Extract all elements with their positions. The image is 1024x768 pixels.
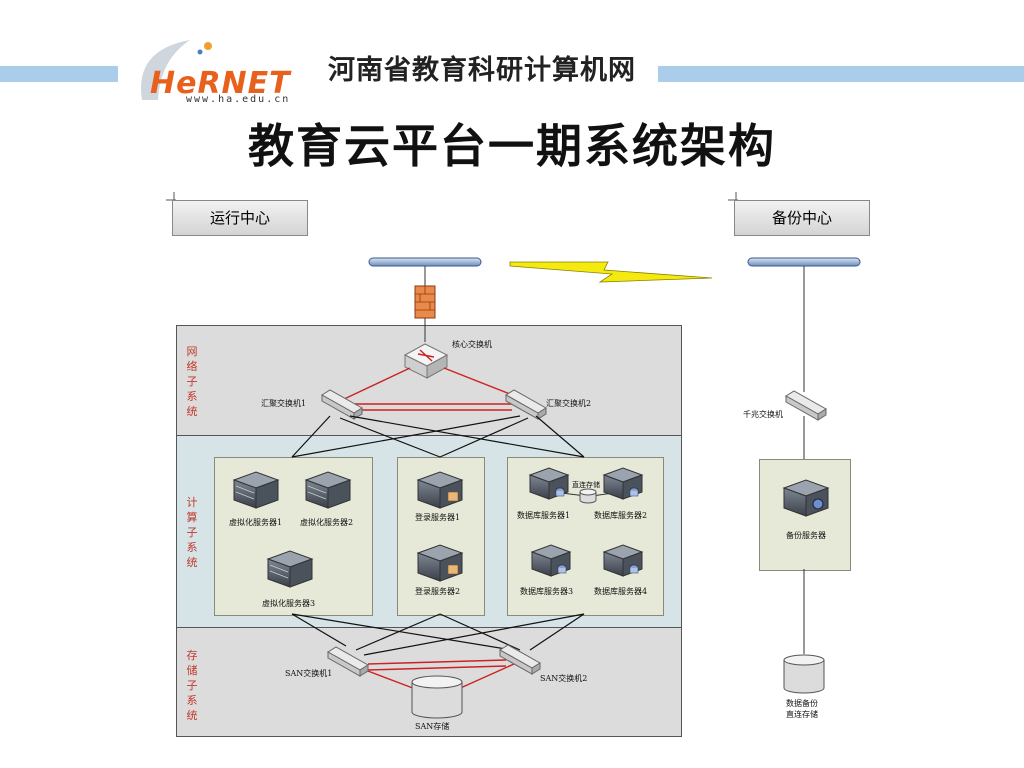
san-storage-label: SAN存储 [415, 722, 450, 731]
core-switch-icon [403, 343, 449, 379]
virt-server-3-label: 虚拟化服务器3 [262, 599, 316, 608]
virt-server-1-icon [232, 471, 280, 509]
storage-zone-label: 存储子系统 [186, 649, 198, 722]
operation-center-label: 运行中心 [172, 200, 308, 236]
backup-center-label: 备份中心 [734, 200, 870, 236]
san-switch-1-label: SAN交换机1 [285, 669, 333, 678]
network-zone [176, 325, 682, 437]
db-server-3-icon [530, 544, 572, 577]
gigabit-switch-label: 千兆交换机 [743, 410, 783, 419]
virt-server-2-label: 虚拟化服务器2 [300, 518, 354, 527]
backup-server-label: 备份服务器 [786, 531, 826, 540]
network-zone-label: 网络子系统 [186, 345, 198, 418]
agg-switch-1-label: 汇聚交换机1 [261, 399, 307, 408]
compute-zone-label: 计算子系统 [186, 496, 198, 569]
wan-link-backup [747, 257, 861, 267]
db-server-1-icon [528, 467, 570, 500]
db-server-4-label: 数据库服务器4 [594, 587, 648, 596]
login-server-2-label: 登录服务器2 [415, 587, 461, 596]
page-title: 教育云平台一期系统架构 [248, 119, 776, 173]
agg-switch-1-icon [321, 389, 363, 420]
header-stripe-right [658, 66, 1024, 82]
db-server-4-icon [602, 544, 644, 577]
site-name: 河南省教育科研计算机网 [328, 55, 636, 86]
agg-switch-2-icon [505, 389, 547, 420]
san-storage-icon [411, 675, 463, 719]
core-switch-label: 核心交换机 [452, 340, 492, 349]
san-switch-2-icon [499, 644, 541, 675]
backup-storage-label-line1: 数据备份 [786, 699, 818, 708]
db-server-1-label: 数据库服务器1 [517, 511, 571, 520]
gigabit-switch-icon [785, 390, 827, 421]
logo-swoosh [141, 40, 212, 100]
logo: HeRNET [150, 66, 291, 101]
virt-server-2-icon [304, 471, 352, 509]
login-server-1-icon [416, 471, 464, 509]
wireless-link-icon [509, 261, 713, 283]
san-switch-2-label: SAN交换机2 [540, 674, 588, 683]
firewall-icon [414, 285, 436, 319]
logo-url: www.ha.edu.cn [186, 94, 291, 105]
db-server-2-label: 数据库服务器2 [594, 511, 648, 520]
virt-server-1-label: 虚拟化服务器1 [229, 518, 283, 527]
backup-server-icon [782, 479, 830, 517]
db-server-3-label: 数据库服务器3 [520, 587, 574, 596]
db-server-2-icon [602, 467, 644, 500]
header-stripe-left [0, 66, 118, 82]
wan-link-operation [368, 257, 482, 267]
backup-storage-icon [783, 654, 825, 694]
san-switch-1-icon [327, 646, 369, 677]
login-server-2-icon [416, 544, 464, 582]
direct-storage-icon [579, 488, 597, 504]
login-server-1-label: 登录服务器1 [415, 513, 461, 522]
virt-server-3-icon [266, 550, 314, 588]
backup-storage-label-line2: 直连存储 [786, 710, 818, 719]
direct-storage-label: 直连存储 [572, 481, 600, 489]
agg-switch-2-label: 汇聚交换机2 [546, 399, 592, 408]
